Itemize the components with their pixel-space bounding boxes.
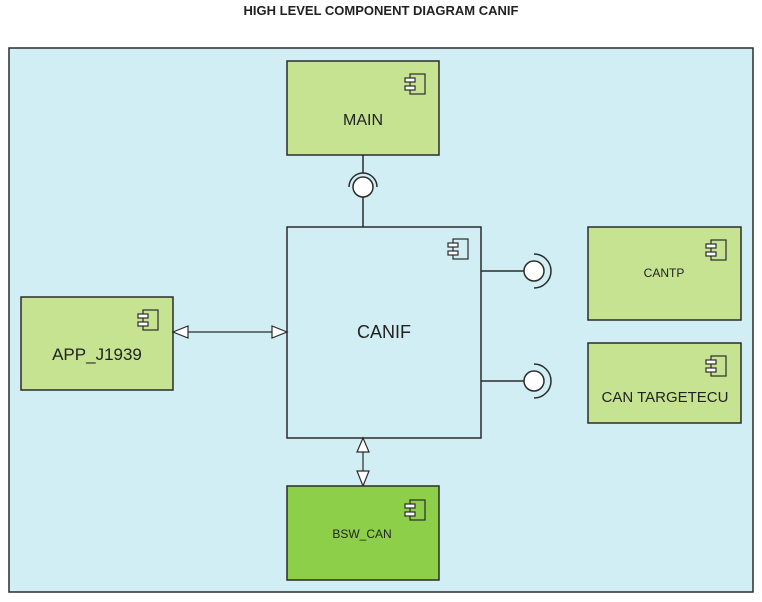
connector-app-canif xyxy=(171,325,289,339)
component-main[interactable]: MAIN xyxy=(286,60,440,156)
component-canif[interactable]: CANIF xyxy=(286,226,482,439)
connector-canif-bsw-can xyxy=(356,436,370,488)
component-app-j1939[interactable]: APP_J1939 xyxy=(20,296,174,391)
component-label-bsw-can: BSW_CAN xyxy=(332,527,391,541)
component-label-app-j1939: APP_J1939 xyxy=(52,345,142,364)
component-label-cantp: CANTP xyxy=(644,266,685,280)
component-cantp[interactable]: CANTP xyxy=(587,226,742,321)
interface-main-canif xyxy=(348,155,378,227)
diagram-title: HIGH LEVEL COMPONENT DIAGRAM CANIF xyxy=(243,3,519,18)
component-label-can-targetecu: CAN TARGETECU xyxy=(602,389,729,406)
component-can-targetecu[interactable]: CAN TARGETECU xyxy=(587,342,742,424)
component-label-main: MAIN xyxy=(343,112,383,129)
component-bsw-can[interactable]: BSW_CAN xyxy=(286,485,440,581)
interface-canif-cantp xyxy=(481,253,552,289)
interface-canif-can-targetecu xyxy=(481,363,552,399)
component-label-canif: CANIF xyxy=(357,322,411,342)
